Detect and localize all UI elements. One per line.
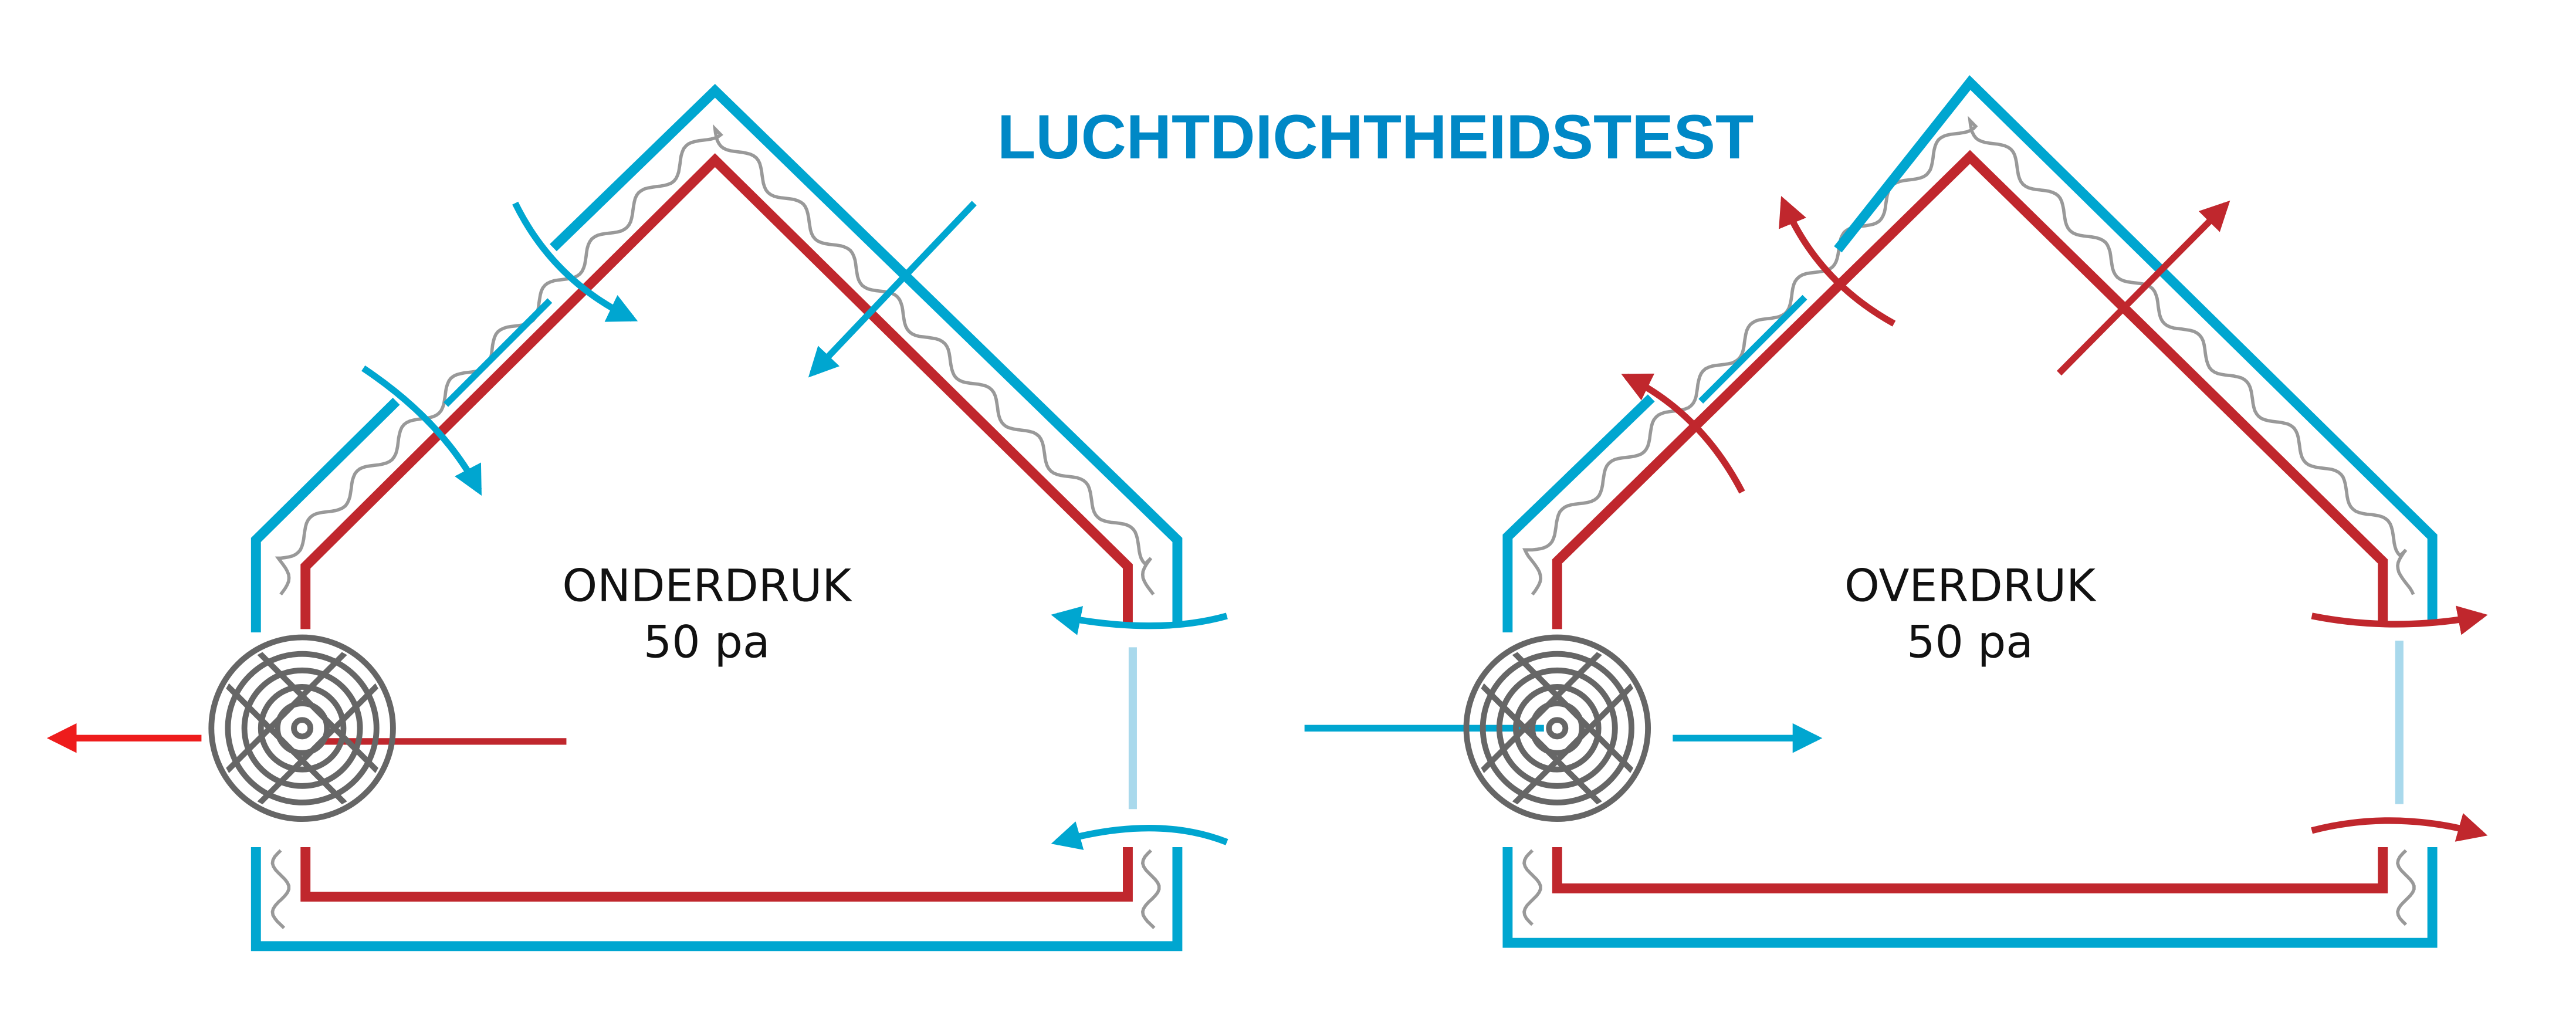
insulation-waves [270, 124, 1161, 929]
fan-ring [1463, 634, 1651, 822]
outflow-arrow [1621, 373, 1745, 494]
insulation-wave [275, 124, 1155, 596]
leak-gap-line [444, 298, 553, 407]
pressure-label: 50 pa [1907, 615, 2033, 668]
fan-blade [216, 659, 388, 814]
outflow-arrow [2311, 813, 2488, 842]
insulation-wave [2396, 849, 2416, 926]
inflow-arrow [1051, 821, 1228, 850]
fan-ring [291, 717, 314, 740]
house-overpressure: OVERDRUK 50 pa [1304, 75, 2488, 948]
fan-ring [274, 700, 330, 756]
mode-label: ONDERDRUK [562, 560, 852, 612]
outflow-arrow [1779, 196, 1896, 327]
fan-ring [1513, 684, 1602, 773]
fan-ring [1480, 651, 1634, 805]
insulation-wave [270, 849, 291, 929]
insulation-wave [1522, 849, 1542, 926]
fan-ring [1529, 700, 1585, 756]
fan-ring [258, 684, 347, 773]
diagram-title: LUCHTDICHTHEIDSTEST [997, 101, 1754, 172]
inner-wall [300, 153, 1133, 902]
inflow-arrow [808, 201, 977, 378]
fan-icon [208, 634, 396, 822]
outer-wall [1502, 75, 2438, 948]
fan-blade [1471, 642, 1643, 797]
inflow-arrow [361, 365, 482, 496]
inner-wall [1552, 150, 2388, 893]
fan-ring [225, 651, 380, 805]
outflow-arrow [2311, 605, 2488, 635]
fan-ring [241, 667, 363, 789]
insulation-wave [1140, 849, 1161, 929]
pressure-label: 50 pa [644, 615, 770, 668]
outflow-arrow [2056, 200, 2230, 376]
inflow-arrow [512, 201, 638, 322]
insulation-waves [1522, 116, 2416, 926]
leak-gap-line [1698, 294, 1807, 404]
fan-icon [1463, 634, 1651, 822]
mode-label: OVERDRUK [1844, 560, 2097, 612]
fan-ring [1496, 667, 1618, 789]
house-underpressure: ONDERDRUK 50 pa [46, 84, 1228, 952]
fan-ring [1546, 717, 1569, 740]
insulation-wave [1522, 116, 2415, 596]
inflow-arrow [1051, 606, 1228, 635]
fan-blade [1471, 659, 1643, 814]
outer-wall [251, 84, 1183, 952]
fan-ring [208, 634, 396, 822]
fan-blade [216, 642, 388, 797]
